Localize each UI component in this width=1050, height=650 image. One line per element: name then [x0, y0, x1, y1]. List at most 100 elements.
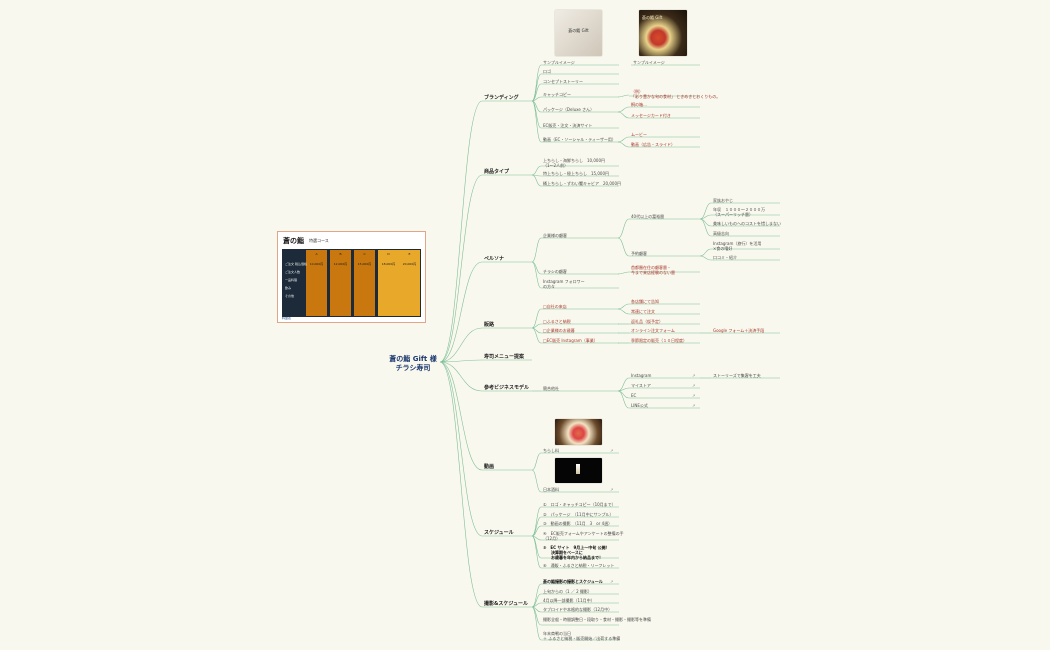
item-channel-ec-instagram[interactable]: □EC販売 Instagram（事業）: [543, 338, 598, 343]
item-shoot-title[interactable]: 蒼の鮨撮影の撮影とスケジュール: [543, 579, 603, 584]
item-video-promo[interactable]: 動画（EC・ソーシャル・ティーザー用）: [543, 137, 616, 142]
item-catchcopy-example[interactable]: （例） 「彩り豊かな旬の食材」 ときめきとおくりもの。: [631, 89, 721, 99]
item-video-chirashi[interactable]: ちらし料: [543, 448, 559, 453]
item-ref-instagram[interactable]: Instagram: [631, 373, 652, 378]
item-schedule-6[interactable]: ⑥ 通販・ふるさと納税・リーフレット: [543, 563, 615, 568]
item-connector: [531, 83, 542, 102]
item-shoot-1[interactable]: 上旬からの（1 ／ 2 撮影）: [543, 589, 592, 594]
flyer-col-b: [330, 250, 351, 316]
branch-connector: [439, 100, 483, 363]
flyer-image[interactable]: 蒼の鮨 特選コース A B C D E 10,000円 12,000円 15,0…: [277, 231, 426, 323]
item-video-movie[interactable]: ムービー: [631, 132, 647, 137]
item-channel-furusato[interactable]: □ふるさと納税: [543, 319, 571, 324]
item-catchcopy[interactable]: キャッチコピー: [543, 92, 571, 97]
item-channel-order-form[interactable]: オンライン注文フォーム: [631, 328, 675, 333]
sample-image-2[interactable]: 蒼の鮨 Gift: [639, 10, 687, 56]
external-link-icon[interactable]: ↗: [692, 403, 696, 408]
item-product-20000[interactable]: 桶上ちらし・ずわい蟹キャビア 20,000円: [543, 181, 621, 186]
item-persona-40s[interactable]: 40代以上の富裕層: [631, 214, 665, 219]
external-link-icon[interactable]: ↗: [692, 373, 696, 378]
item-schedule-1[interactable]: ① ロゴ・キャッチコピー（10月まで）: [543, 502, 616, 507]
grand-connector: [699, 248, 712, 257]
item-ref-ec[interactable]: EC: [631, 393, 637, 398]
item-persona-luxury[interactable]: 高級志向: [713, 231, 729, 236]
item-channel-furusato-gift[interactable]: 返礼品（仮予定）: [631, 319, 663, 324]
item-package[interactable]: パッケージ（Deluxe さん）: [543, 107, 595, 112]
external-link-icon[interactable]: ↗: [610, 579, 614, 584]
item-connector: [531, 261, 542, 289]
item-connector: [531, 174, 542, 187]
item-persona-flyer[interactable]: チラシの顧客: [543, 269, 567, 274]
item-schedule-3[interactable]: ③ 動画の撮影 （11月 3 or 4週）: [543, 521, 613, 526]
item-shoot-2[interactable]: 4月以降一部撮影（11月中）: [543, 598, 595, 603]
item-persona-corporate[interactable]: 企業様の顧客: [543, 233, 567, 238]
item-persona-family[interactable]: 家族おやじ: [713, 198, 733, 203]
root-node[interactable]: 蒼の鮨 Gift 様 チラシ寿司: [389, 355, 437, 372]
item-persona-review[interactable]: 口コミ・紹介: [713, 255, 737, 260]
item-connector: [531, 237, 542, 263]
item-logo[interactable]: ロゴ: [543, 69, 551, 74]
item-sample-image-2[interactable]: サンプルイメージ: [633, 60, 665, 65]
item-channel-store[interactable]: □自社の来店: [543, 304, 567, 309]
item-connector: [531, 100, 542, 143]
item-channel-store-regular[interactable]: 常連にて注文: [631, 309, 655, 314]
item-schedule-5[interactable]: ⑤ EC サイト 9月上〜中旬 公開！ 決算期をベースに お歳暮を年内から納品ま…: [543, 545, 610, 560]
item-schedule-4[interactable]: ④ EC販売フォームやアンケートの整備の手 （12月）: [543, 531, 624, 541]
item-persona-spend[interactable]: 美味しいものへのコストを惜しまない: [713, 221, 781, 226]
item-channel-google-form[interactable]: Google フォーム＋決済手段: [713, 328, 765, 333]
item-shoot-4[interactable]: 撮影全般・時間調整日・段取り・食材・撮影・撮影等を準備: [543, 617, 651, 622]
branch-connector: [439, 361, 483, 392]
external-link-icon[interactable]: ↗: [692, 383, 696, 388]
item-connector: [531, 96, 542, 102]
item-channel-seasonal[interactable]: 季節限定の販売（１０日程度）: [631, 338, 687, 343]
item-persona-instagram-followers[interactable]: Instagram フォロワー の方々: [543, 279, 585, 289]
item-ec-site[interactable]: EC販売・注文・決済サイト: [543, 123, 593, 128]
external-link-icon[interactable]: ↗: [610, 487, 614, 492]
video-thumb-sake[interactable]: [555, 458, 602, 483]
item-shoot-3[interactable]: タブロイドや本格的な撮影（12月中）: [543, 607, 613, 612]
branch-reference-model[interactable]: 参考ビジネスモデル: [484, 385, 530, 391]
child-connector: [617, 136, 630, 143]
child-connector: [617, 237, 630, 257]
item-persona-flyer-desc[interactable]: 首都圏在住の顧客層・ 今まで来店経験のない層: [631, 265, 675, 275]
item-video-sake[interactable]: 日本酒料: [543, 487, 559, 492]
branch-video[interactable]: 動画: [484, 464, 495, 470]
item-ref-line[interactable]: LINE公式: [631, 403, 648, 408]
branch-menu[interactable]: 寿司メニュー提案: [484, 354, 525, 360]
child-connector: [617, 303, 630, 310]
item-shoot-5[interactable]: 年末商戦の当日 ＋ ふるさと納税・販売開始／出荷する準備: [543, 631, 621, 641]
item-product-15000[interactable]: 特上ちらし・極上ちらし 15,000円: [543, 171, 609, 176]
sake-bottle: [576, 464, 580, 474]
sample-image-1[interactable]: 蒼の鮨 Gift: [555, 10, 602, 56]
child-connector: [617, 106, 630, 113]
branch-branding[interactable]: ブランディング: [484, 95, 519, 101]
item-competitor[interactable]: 競合他社: [543, 386, 559, 391]
external-link-icon[interactable]: ↗: [692, 393, 696, 398]
item-sample-image-1[interactable]: サンプルイメージ: [543, 60, 575, 65]
item-concept-story[interactable]: コンセプトストーリー: [543, 79, 583, 84]
branch-product-type[interactable]: 商品タイプ: [484, 169, 510, 175]
item-schedule-2[interactable]: ② パッケージ （11月中にサンプル）: [543, 512, 614, 517]
item-package-card[interactable]: メッセージカード付き: [631, 113, 671, 118]
item-package-box[interactable]: 桐の箱…: [631, 102, 647, 107]
branch-shoot-schedule[interactable]: 撮影&スケジュール: [484, 601, 529, 607]
item-video-ad[interactable]: 動画（広告・スライド）: [631, 142, 675, 147]
flyer-row-dish: 一品料理: [285, 278, 298, 282]
item-persona-income[interactable]: 年収 １０００〜２０００万 （スーパーリッチ層）: [713, 207, 765, 217]
item-connector: [531, 64, 542, 102]
video-thumb-chirashi[interactable]: [555, 419, 602, 445]
item-persona-instagram[interactable]: Instagram（旅行）を活用 ×食の嗜好: [713, 241, 762, 251]
branch-channel[interactable]: 販路: [484, 322, 495, 328]
item-persona-reservation[interactable]: 予約顧客: [631, 251, 647, 256]
item-ref-mystore[interactable]: マイストア: [631, 383, 651, 388]
item-product-10000[interactable]: 上ちらし・海鮮ちらし 10,000円 （1〜2人前）: [543, 158, 605, 168]
external-link-icon[interactable]: ↗: [610, 448, 614, 453]
branch-persona[interactable]: ペルソナ: [484, 256, 505, 262]
flyer-row-people: ご注文人数: [285, 270, 301, 274]
item-ref-stories[interactable]: ストーリーズで集客を工夫: [713, 373, 761, 378]
branch-schedule[interactable]: スケジュール: [484, 530, 514, 536]
child-connector: [617, 377, 630, 392]
flyer-col-b-label: B: [339, 252, 342, 256]
item-channel-oseibo[interactable]: □企業様のお歳暮: [543, 328, 575, 333]
item-channel-store-notice[interactable]: 各店舗にて告知: [631, 299, 659, 304]
